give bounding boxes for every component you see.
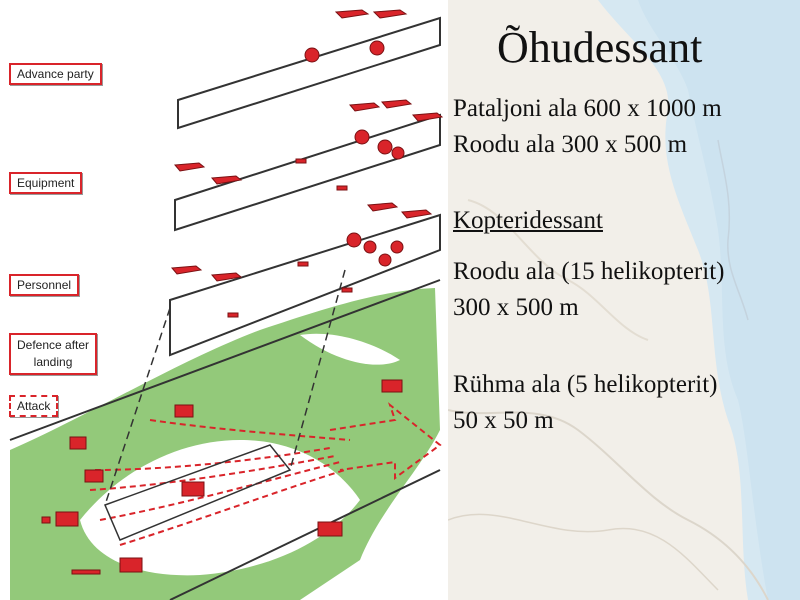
text-battalion-area: Pataljoni ala 600 x 1000 m — [453, 95, 722, 122]
label-equipment: Equipment — [9, 172, 83, 194]
label-personnel: Personnel — [9, 274, 80, 296]
label-attack: Attack — [9, 395, 59, 417]
text-platoon-size: 50 x 50 m — [453, 407, 554, 434]
text-company-area: Roodu ala 300 x 500 m — [453, 131, 688, 158]
plane-advance-party — [177, 16, 441, 130]
slide-title: Õhudessant — [497, 23, 703, 72]
label-defence-line2: landing — [33, 355, 73, 369]
text-platoon-area: Rühma ala (5 helikopterit) — [453, 371, 718, 398]
plane-equipment — [174, 113, 441, 232]
objective-zone — [103, 444, 292, 541]
text-heli-company-area: Roodu ala (15 helikopterit) — [453, 258, 725, 285]
text-heliborne-heading: Kopteridessant — [453, 207, 603, 234]
label-advance-party: Advance party — [9, 63, 102, 85]
attack-arrow — [89, 402, 442, 546]
label-defence-line1: Defence after — [17, 338, 90, 352]
text-heli-company-size: 300 x 500 m — [453, 294, 579, 321]
airborne-assault-diagram — [9, 9, 444, 600]
label-defence-after-landing: Defence after landing — [9, 333, 98, 375]
projection-lines — [104, 269, 346, 506]
aircraft-and-parachutes — [41, 9, 444, 575]
map-background — [448, 0, 800, 600]
